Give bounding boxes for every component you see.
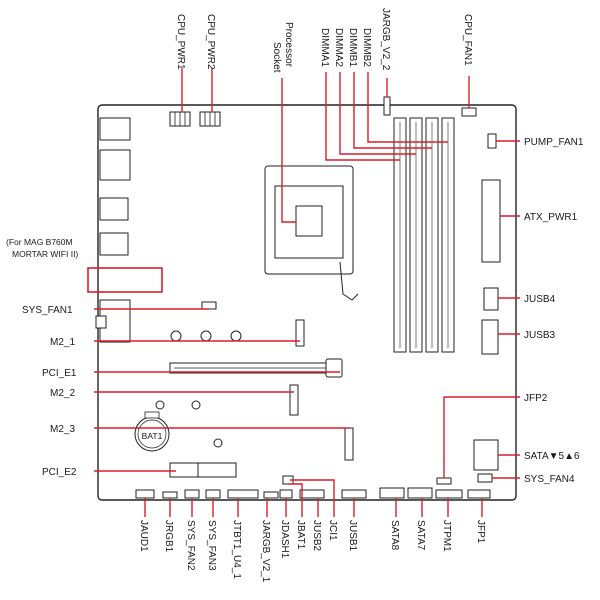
atx-pwr1-connector xyxy=(481,179,501,263)
callout-dimma1 xyxy=(325,72,400,161)
sys-fan1-label: SYS_FAN1 xyxy=(22,305,73,316)
sys-fan4-header xyxy=(477,473,493,483)
battery-bat1: BAT1 xyxy=(134,411,170,452)
m2-1-slot xyxy=(295,319,305,347)
m2-3-label: M2_3 xyxy=(50,424,75,435)
atx-pwr1-label: ATX_PWR1 xyxy=(524,212,578,223)
pump-fan1-label: PUMP_FAN1 xyxy=(524,137,584,148)
sata7-label: SATA7 xyxy=(415,520,426,551)
processor-label-line2: Socket xyxy=(271,42,282,73)
cpu-pwr1-connector xyxy=(169,111,191,127)
sys-fan1-header xyxy=(201,301,217,310)
mag-note-line2: MORTAR WIFI II) xyxy=(12,249,78,259)
jargb-v2-2-header xyxy=(383,96,391,116)
rear-io-panel xyxy=(95,117,131,343)
callout-dimma2 xyxy=(339,72,416,155)
jargb-v2-1-label: JARGB_V2_1 xyxy=(260,520,271,583)
jtbt1-u4-1-label: JTBT1_U4_1 xyxy=(231,520,242,579)
sys-fan3-label: SYS_FAN3 xyxy=(206,520,217,571)
sys-fan4-label: SYS_FAN4 xyxy=(524,474,575,485)
sata8-label: SATA8 xyxy=(389,520,400,551)
dimma1-label: DIMMA1 xyxy=(319,28,330,67)
jusb4-connector xyxy=(483,287,499,311)
m2-3-slot xyxy=(344,427,354,461)
pci-e1-label: PCI_E1 xyxy=(42,368,77,379)
m2-2-label: M2_2 xyxy=(50,388,75,399)
jfp1-label: JFP1 xyxy=(475,520,486,544)
jusb1-label: JUSB1 xyxy=(347,520,358,552)
m2-1-label: M2_1 xyxy=(50,337,75,348)
jfp2-label: JFP2 xyxy=(524,393,548,404)
callout-jci1 xyxy=(290,479,335,517)
sys-fan2-label: SYS_FAN2 xyxy=(185,520,196,571)
jaud1-label: JAUD1 xyxy=(138,520,149,552)
cpu-pwr2-connector xyxy=(199,111,221,127)
jdash1-label: JDASH1 xyxy=(279,520,290,559)
bat1-label: BAT1 xyxy=(142,431,163,441)
pci-e2-slot xyxy=(169,462,237,478)
callout-dimmb2 xyxy=(367,72,448,143)
dimm-slots xyxy=(393,117,455,353)
mounting-holes xyxy=(155,330,242,448)
callout-jfp2 xyxy=(443,396,520,478)
mag-note-line1: (For MAG B760M xyxy=(6,237,73,247)
cpu-pwr2-label: CPU_PWR2 xyxy=(205,14,216,70)
jtpm1-label: JTPM1 xyxy=(441,520,452,552)
processor-label-line1: Processor xyxy=(283,22,294,68)
jusb3-connector xyxy=(481,319,499,355)
jbat1-label: JBAT1 xyxy=(295,520,306,550)
dimmb1-label: DIMMB1 xyxy=(347,28,358,67)
m2-2-slot xyxy=(289,384,299,416)
pump-fan1-header xyxy=(487,133,497,149)
jargb-v2-2-label: JARGB_V2_2 xyxy=(380,8,391,71)
cpu-pwr1-label: CPU_PWR1 xyxy=(175,14,186,70)
jusb3-label: JUSB3 xyxy=(524,330,556,341)
jusb4-label: JUSB4 xyxy=(524,294,556,305)
callout-dimmb1 xyxy=(353,72,432,149)
mag-note-highlight xyxy=(87,267,163,293)
dimma2-label: DIMMA2 xyxy=(333,28,344,67)
cpu-fan1-header xyxy=(461,107,477,117)
bottom-headers xyxy=(135,475,491,499)
jci1-label: JCI1 xyxy=(327,520,338,541)
sata56-label: SATA▼5▲6 xyxy=(524,451,580,462)
callout-processor-socket xyxy=(281,78,296,223)
dimmb2-label: DIMMB2 xyxy=(361,28,372,67)
sata56-connector xyxy=(473,439,499,471)
pci-e2-label: PCI_E2 xyxy=(42,467,77,478)
callout-jbat1 xyxy=(288,483,303,517)
jusb2-label: JUSB2 xyxy=(311,520,322,552)
jrgb1-label: JRGB1 xyxy=(163,520,174,553)
cpu-fan1-label: CPU_FAN1 xyxy=(462,14,473,66)
